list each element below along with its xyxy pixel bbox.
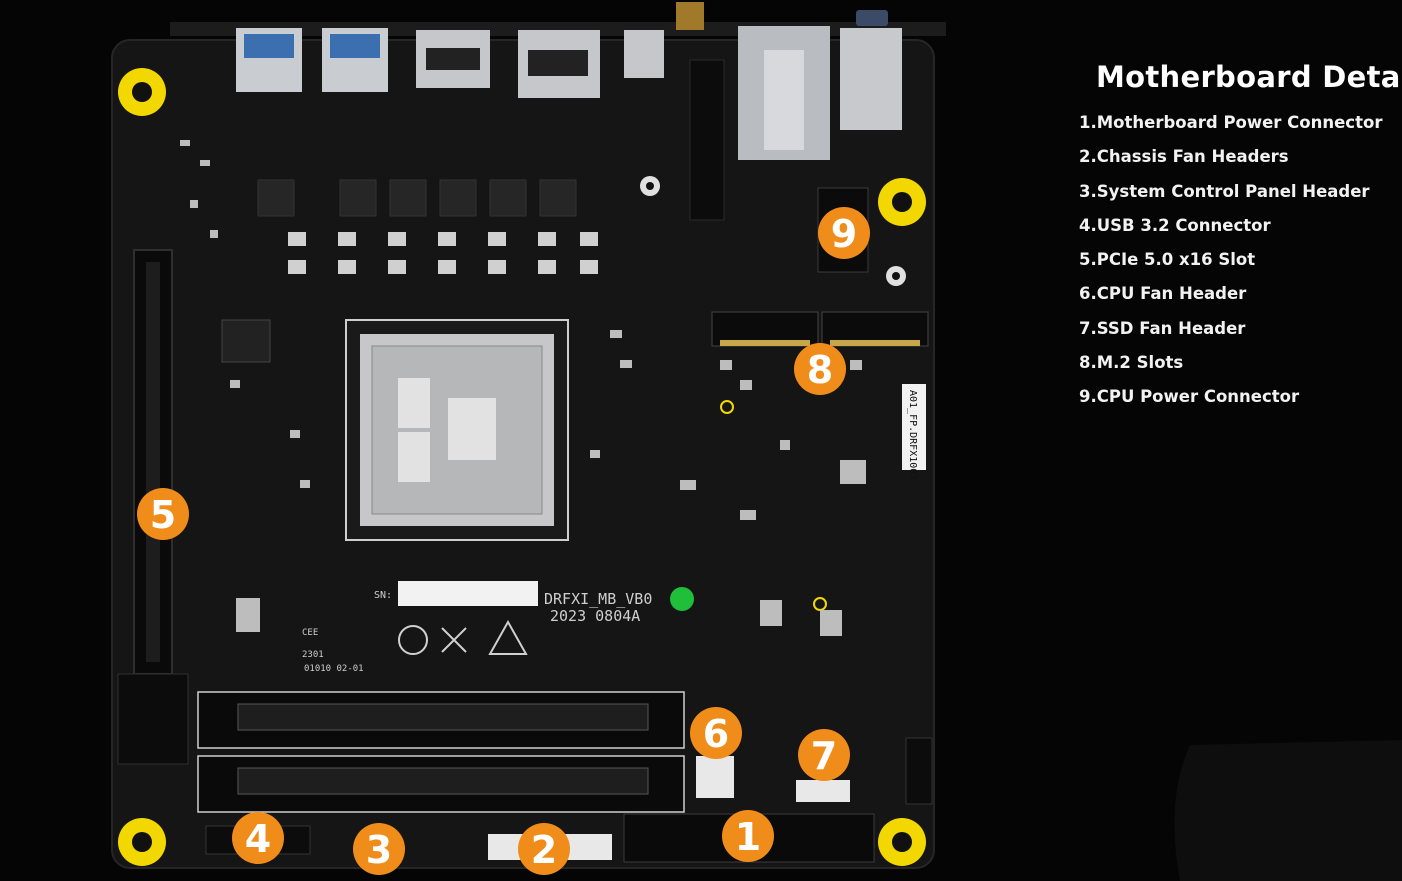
side-sticker bbox=[902, 384, 926, 470]
badge-4: 4 bbox=[232, 812, 284, 864]
smd-components bbox=[180, 140, 866, 636]
badge-6: 6 bbox=[690, 707, 742, 759]
mount-holes bbox=[118, 68, 926, 866]
power-jack bbox=[840, 28, 902, 130]
legend-item-3: 3.System Control Panel Header bbox=[1079, 181, 1370, 201]
antenna-connector bbox=[676, 2, 704, 30]
legend-item-5: 5.PCIe 5.0 x16 Slot bbox=[1079, 250, 1256, 270]
svg-text:2: 2 bbox=[531, 828, 557, 872]
svg-text:7: 7 bbox=[811, 734, 837, 778]
hdmi-port bbox=[416, 30, 490, 88]
displayport bbox=[518, 30, 600, 98]
compliance-icons bbox=[398, 619, 528, 655]
legend-item-2: 2.Chassis Fan Headers bbox=[1079, 147, 1289, 167]
usb-port-2 bbox=[322, 28, 388, 92]
m2-slot-2 bbox=[821, 311, 929, 347]
badge-1: 1 bbox=[722, 810, 774, 862]
legend-item-6: 6.CPU Fan Header bbox=[1079, 284, 1247, 304]
cpu-fan-header bbox=[696, 756, 734, 798]
svg-text:5: 5 bbox=[150, 493, 176, 537]
sn-label: SN: bbox=[374, 590, 392, 601]
front-io-header bbox=[905, 737, 933, 805]
usb-port-1 bbox=[236, 28, 302, 92]
qc-sticker bbox=[670, 587, 694, 611]
pcie-slot bbox=[117, 249, 189, 765]
ram-slot-1 bbox=[197, 691, 685, 749]
svg-text:8: 8 bbox=[807, 348, 833, 392]
legend-panel: Motherboard Detail 1.Motherboard Power C… bbox=[1060, 60, 1402, 415]
ethernet-port bbox=[738, 26, 830, 160]
badge-2: 2 bbox=[518, 823, 570, 875]
serial-sticker bbox=[398, 581, 538, 606]
legend-list: 1.Motherboard Power Connector 2.Chassis … bbox=[1079, 106, 1400, 415]
ssd-fan-header bbox=[796, 780, 850, 802]
wifi-slot bbox=[689, 59, 725, 221]
vrm-chokes bbox=[257, 179, 577, 217]
svg-text:6: 6 bbox=[703, 712, 729, 756]
side-label: A01_FP.DRFX1002 bbox=[907, 390, 918, 480]
legend-item-9: 9.CPU Power Connector bbox=[1079, 387, 1300, 407]
vrm-components bbox=[288, 232, 598, 274]
legend-item-4: 4.USB 3.2 Connector bbox=[1079, 215, 1271, 235]
badge-8: 8 bbox=[794, 343, 846, 395]
audio-jack bbox=[856, 10, 888, 26]
cpu-package bbox=[345, 319, 569, 541]
cert-line-3: 01010 02-01 bbox=[304, 664, 364, 674]
svg-text:4: 4 bbox=[245, 817, 271, 861]
legend-item-7: 7.SSD Fan Header bbox=[1079, 318, 1246, 338]
ram-slot-2 bbox=[197, 755, 685, 813]
badge-9: 9 bbox=[818, 207, 870, 259]
badge-5: 5 bbox=[137, 488, 189, 540]
svg-text:3: 3 bbox=[366, 828, 392, 872]
board-date: 2023 0804A bbox=[550, 607, 640, 625]
m2-slot-1 bbox=[711, 311, 819, 347]
board-model: DRFXI_MB_VB0 bbox=[544, 590, 652, 608]
badge-3: 3 bbox=[353, 823, 405, 875]
usb-c-port bbox=[624, 30, 664, 78]
svg-text:9: 9 bbox=[831, 212, 857, 256]
svg-text:1: 1 bbox=[735, 815, 761, 859]
legend-item-1: 1.Motherboard Power Connector bbox=[1079, 113, 1383, 132]
background-shadow bbox=[1174, 740, 1402, 881]
cert-line-1: CEE bbox=[302, 628, 318, 638]
badge-7: 7 bbox=[798, 729, 850, 781]
cert-line-2: 2301 bbox=[302, 650, 324, 660]
panel-title: Motherboard Detail bbox=[1096, 60, 1402, 94]
legend-item-8: 8.M.2 Slots bbox=[1079, 353, 1184, 373]
